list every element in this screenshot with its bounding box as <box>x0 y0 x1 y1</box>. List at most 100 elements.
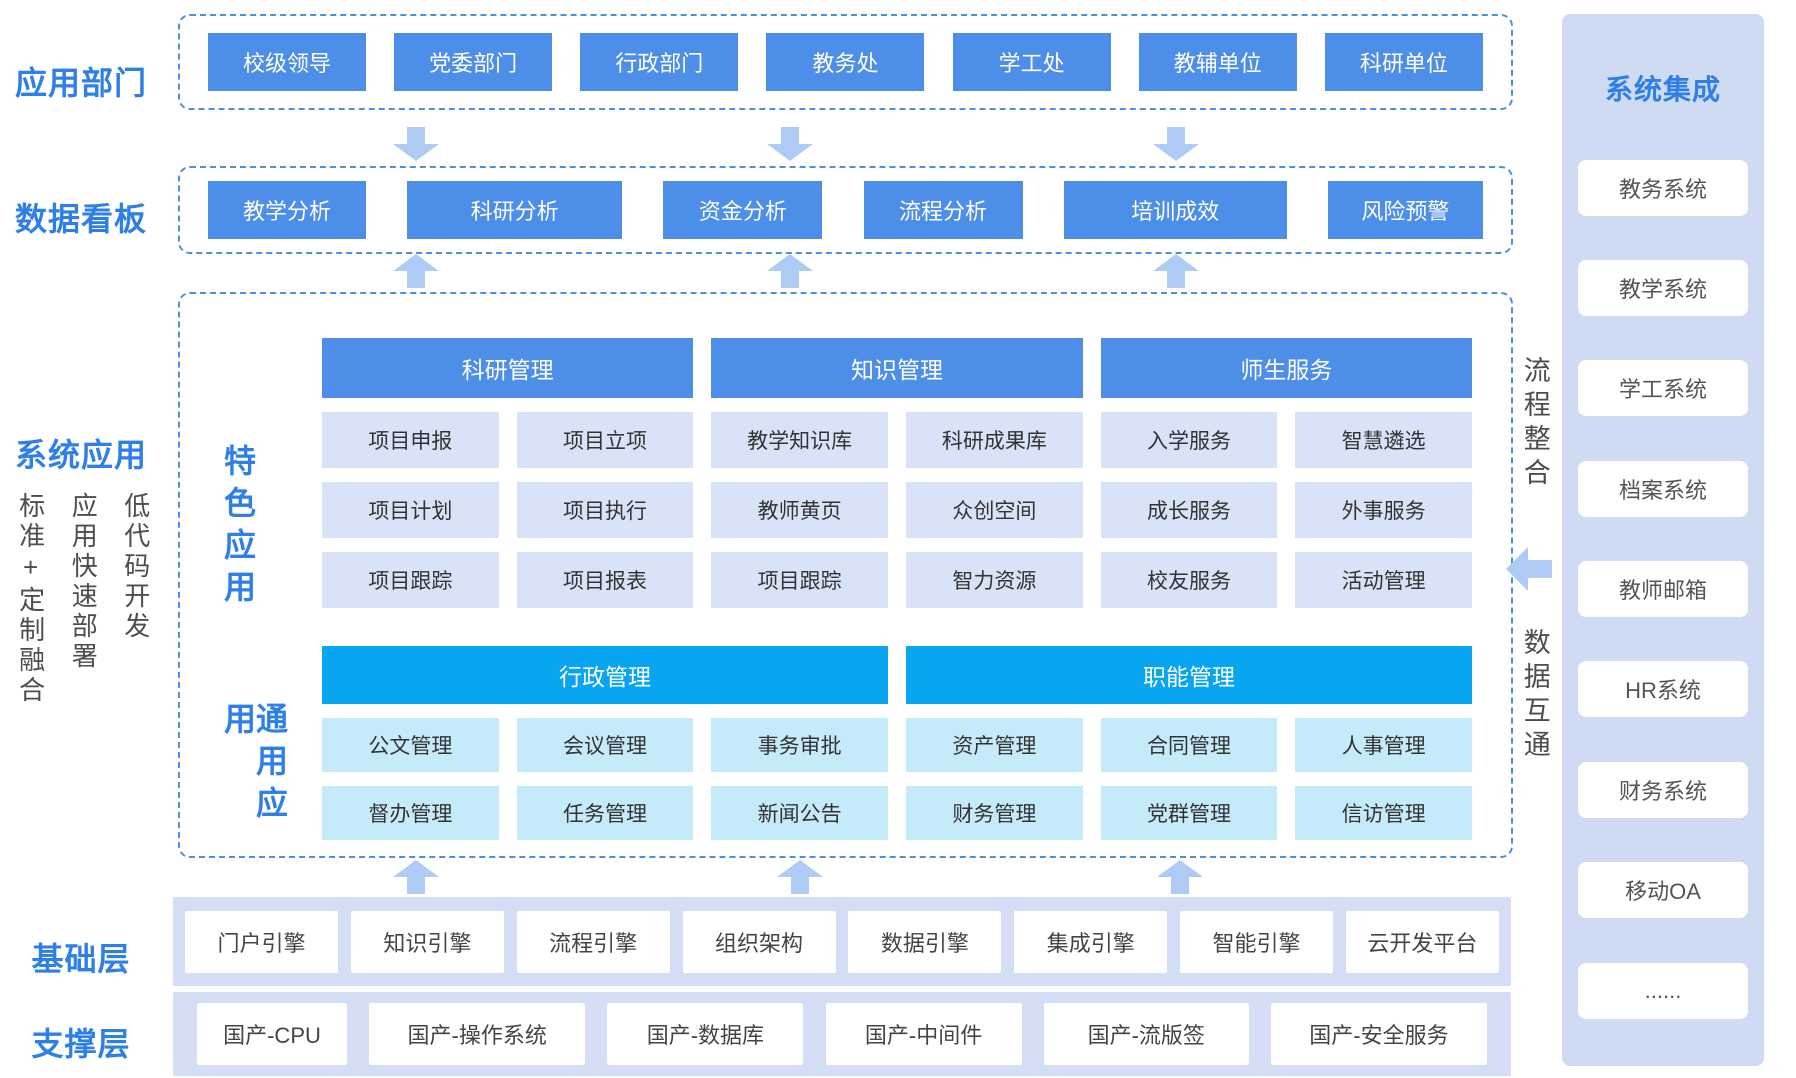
up-arrow-icon <box>393 254 439 288</box>
up-arrow-icon <box>777 860 823 894</box>
dashboard-item: 教学分析 <box>208 181 366 239</box>
app-item: 新闻公告 <box>711 786 888 840</box>
left-vertical-notes: 标准+定制融合 应用快速部署 低代码开发 <box>15 492 151 706</box>
department-item: 学工处 <box>952 33 1111 91</box>
integration-item: ...... <box>1578 963 1748 1019</box>
app-item: 教学知识库 <box>711 412 888 468</box>
engine-item: 门户引擎 <box>185 910 338 973</box>
label-system-apps: 系统应用 <box>14 437 147 473</box>
integration-item: 档案系统 <box>1578 461 1748 517</box>
app-item: 外事服务 <box>1295 482 1472 538</box>
app-item: 项目申报 <box>322 412 499 468</box>
integration-title: 系统集成 <box>1604 74 1721 105</box>
app-item: 信访管理 <box>1295 786 1472 840</box>
group-header: 职能管理 <box>906 646 1472 704</box>
data-interchange-label: 数据互通 <box>1519 628 1550 764</box>
app-item: 项目报表 <box>516 552 694 608</box>
app-item: 任务管理 <box>516 786 694 840</box>
support-item: 国产-安全服务 <box>1270 1003 1487 1065</box>
department-item: 科研单位 <box>1324 33 1483 91</box>
app-item: 教师黄页 <box>711 482 888 538</box>
group-header: 行政管理 <box>322 646 888 704</box>
support-item: 国产-中间件 <box>825 1003 1022 1065</box>
app-item: 项目跟踪 <box>322 552 499 608</box>
dashboard-item: 资金分析 <box>663 181 823 239</box>
engine-item: 流程引擎 <box>516 910 670 973</box>
data-dashboard-box: 教学分析 科研分析 资金分析 流程分析 培训成效 风险预警 <box>178 166 1513 254</box>
department-item: 校级领导 <box>208 33 366 91</box>
app-item: 智力资源 <box>906 552 1083 608</box>
app-item: 校友服务 <box>1100 552 1278 608</box>
app-item: 入学服务 <box>1100 412 1278 468</box>
app-item: 督办管理 <box>322 786 499 840</box>
app-item: 项目跟踪 <box>711 552 888 608</box>
integration-item: HR系统 <box>1578 661 1748 717</box>
engine-item: 数据引擎 <box>848 910 1002 973</box>
app-item: 项目计划 <box>322 482 499 538</box>
integration-item: 学工系统 <box>1578 360 1748 416</box>
support-item: 国产-CPU <box>197 1003 347 1065</box>
general-apps-grid: 行政管理 职能管理 公文管理 会议管理 事务审批 资产管理 合同管理 人事管理 … <box>322 646 1472 840</box>
label-app-departments: 应用部门 <box>14 65 147 101</box>
up-arrow-icon <box>393 860 439 894</box>
down-arrow-icon <box>1153 127 1199 161</box>
featured-apps-grid: 科研管理 知识管理 师生服务 项目申报 项目立项 教学知识库 科研成果库 入学服… <box>322 338 1472 608</box>
base-layer-band: 门户引擎 知识引擎 流程引擎 组织架构 数据引擎 集成引擎 智能引擎 云开发平台 <box>173 897 1511 986</box>
support-item: 国产-数据库 <box>607 1003 804 1065</box>
down-arrow-icon <box>393 127 439 161</box>
note-low-code: 低代码开发 <box>120 492 151 642</box>
group-header: 知识管理 <box>711 338 1083 398</box>
department-item: 行政部门 <box>580 33 739 91</box>
featured-apps-label: 特色应用 <box>220 444 256 612</box>
app-item: 活动管理 <box>1295 552 1472 608</box>
engine-item: 组织架构 <box>682 910 836 973</box>
department-item: 教务处 <box>766 33 925 91</box>
group-header: 科研管理 <box>322 338 694 398</box>
app-item: 财务管理 <box>906 786 1083 840</box>
app-item: 公文管理 <box>322 718 499 772</box>
app-item: 资产管理 <box>906 718 1083 772</box>
app-item: 项目立项 <box>516 412 694 468</box>
support-item: 国产-操作系统 <box>369 1003 586 1065</box>
note-rapid-deploy: 应用快速部署 <box>68 492 99 672</box>
label-base-layer: 基础层 <box>31 941 131 977</box>
department-item: 党委部门 <box>394 33 553 91</box>
integration-item: 教学系统 <box>1578 260 1748 316</box>
up-arrow-icon <box>1153 254 1199 288</box>
support-layer-band: 国产-CPU 国产-操作系统 国产-数据库 国产-中间件 国产-流版签 国产-安… <box>173 992 1511 1076</box>
app-item: 会议管理 <box>516 718 694 772</box>
integration-panel: 系统集成 教务系统 教学系统 学工系统 档案系统 教师邮箱 HR系统 财务系统 … <box>1562 14 1764 1066</box>
app-item: 众创空间 <box>906 482 1083 538</box>
label-data-dashboard: 数据看板 <box>14 201 147 237</box>
left-arrow-icon <box>1506 547 1552 591</box>
app-item: 智慧遴选 <box>1295 412 1472 468</box>
system-apps-box: 特色应用 通用应用 科研管理 知识管理 师生服务 项目申报 项目立项 教学知识库… <box>178 292 1513 858</box>
app-item: 成长服务 <box>1100 482 1278 538</box>
note-standard-custom: 标准+定制融合 <box>15 492 46 706</box>
app-departments-box: 校级领导 党委部门 行政部门 教务处 学工处 教辅单位 科研单位 <box>178 14 1513 110</box>
integration-item: 财务系统 <box>1578 762 1748 818</box>
group-header: 师生服务 <box>1100 338 1472 398</box>
app-item: 科研成果库 <box>906 412 1083 468</box>
app-item: 合同管理 <box>1100 718 1278 772</box>
up-arrow-icon <box>1157 860 1203 894</box>
dashboard-item: 科研分析 <box>407 181 623 239</box>
app-item: 人事管理 <box>1295 718 1472 772</box>
engine-item: 知识引擎 <box>350 910 504 973</box>
general-apps-label: 通用应用 <box>220 702 288 828</box>
integration-item: 教师邮箱 <box>1578 561 1748 617</box>
engine-item: 集成引擎 <box>1014 910 1168 973</box>
label-support-layer: 支撑层 <box>31 1026 131 1062</box>
engine-item: 云开发平台 <box>1345 910 1499 973</box>
app-item: 事务审批 <box>711 718 888 772</box>
department-item: 教辅单位 <box>1138 33 1297 91</box>
engine-item: 智能引擎 <box>1180 910 1334 973</box>
dashboard-item: 流程分析 <box>863 181 1023 239</box>
process-integration-label: 流程整合 <box>1519 356 1550 492</box>
down-arrow-icon <box>767 127 813 161</box>
app-item: 项目执行 <box>516 482 694 538</box>
support-item: 国产-流版签 <box>1043 1003 1249 1065</box>
integration-item: 教务系统 <box>1578 160 1748 216</box>
up-arrow-icon <box>767 254 813 288</box>
integration-item: 移动OA <box>1578 862 1748 918</box>
